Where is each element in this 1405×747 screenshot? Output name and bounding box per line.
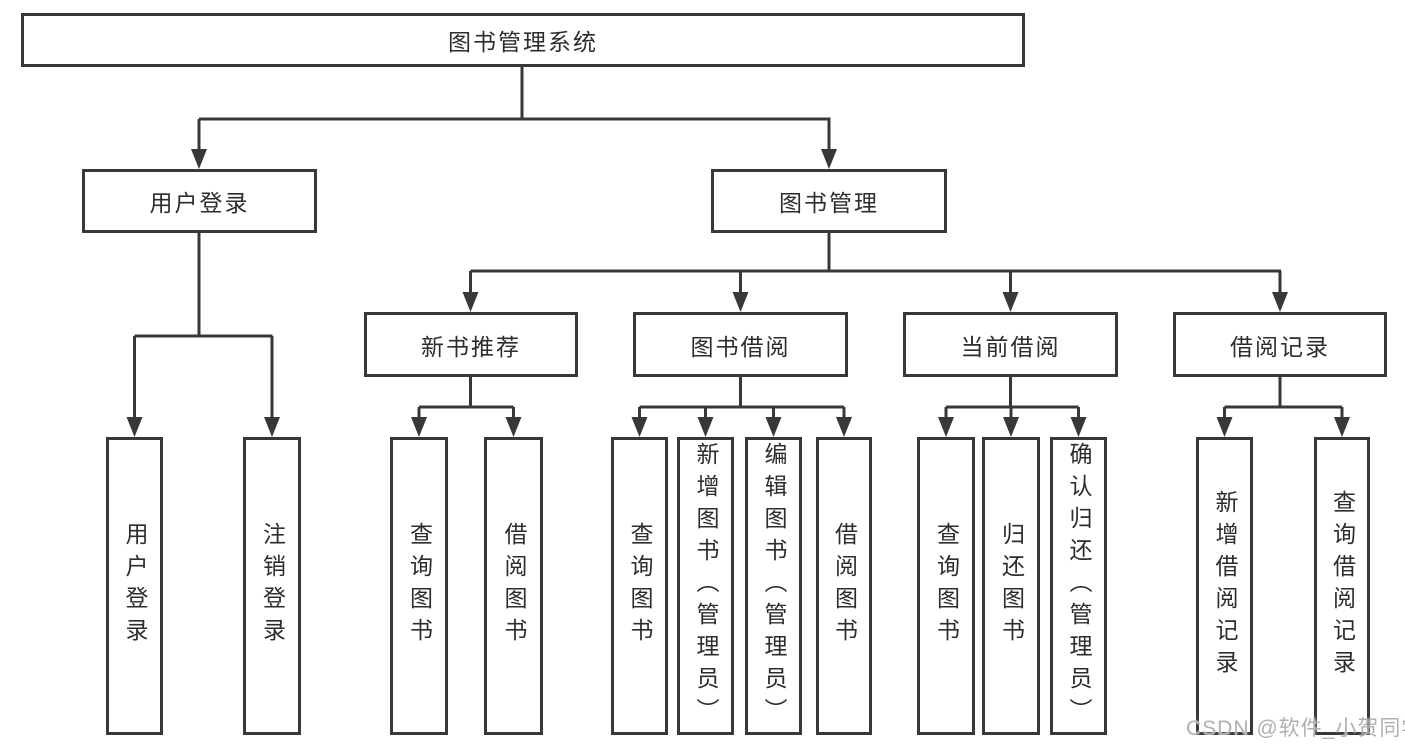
node-label: 借阅图书 — [831, 522, 858, 650]
node-edit-books-admin: 编辑图书（管理员） — [745, 437, 802, 735]
node-label: 图书管理系统 — [448, 29, 598, 55]
arrowhead — [1216, 417, 1233, 437]
arrowheads — [126, 149, 1350, 437]
node-label: 查询图书 — [627, 522, 653, 650]
node-query-books-borrow: 查询图书 — [611, 437, 668, 735]
arrowhead — [836, 417, 852, 437]
node-label: 用户登录 — [149, 190, 250, 216]
node-library-management-system: 图书管理系统 — [21, 13, 1025, 67]
arrowhead — [1070, 417, 1087, 437]
arrowhead — [264, 417, 280, 437]
node-add-borrow-record: 新增借阅记录 — [1196, 437, 1253, 735]
arrowhead — [821, 149, 837, 169]
arrowhead — [732, 292, 749, 312]
node-label: 新书推荐 — [421, 333, 521, 360]
csdn-watermark: CSDN @软件_小贺同学 — [1186, 717, 1405, 740]
node-label: 新增借阅记录 — [1212, 490, 1238, 682]
node-query-books-recommend: 查询图书 — [390, 437, 448, 735]
node-label: 归还图书 — [998, 522, 1025, 650]
node-label: 当前借阅 — [960, 333, 1061, 360]
node-book-management: 图书管理 — [711, 169, 947, 233]
arrowhead — [631, 417, 648, 437]
node-label: 注销登录 — [259, 522, 286, 650]
arrowhead — [191, 149, 207, 169]
node-user-login: 用户登录 — [82, 169, 317, 233]
arrowhead — [462, 292, 479, 312]
node-query-borrow-record: 查询借阅记录 — [1314, 437, 1370, 735]
arrowhead — [1272, 292, 1288, 312]
node-confirm-return-admin: 确认归还（管理员） — [1050, 437, 1107, 735]
node-label: 借阅图书 — [501, 522, 527, 650]
node-label: 查询图书 — [933, 522, 960, 650]
node-label: 图书管理 — [779, 190, 879, 216]
node-label: 编辑图书（管理员） — [761, 442, 787, 730]
arrowhead — [126, 417, 143, 437]
arrowhead — [411, 417, 427, 437]
node-add-books-admin: 新增图书（管理员） — [677, 437, 734, 735]
node-borrow-books-recommend: 借阅图书 — [484, 437, 543, 735]
node-label: 用户登录 — [122, 522, 148, 650]
node-query-books-current: 查询图书 — [917, 437, 975, 735]
arrowhead — [1334, 417, 1350, 437]
node-label: 查询借阅记录 — [1329, 490, 1356, 682]
node-book-borrowing: 图书借阅 — [633, 312, 848, 377]
node-new-book-recommendation: 新书推荐 — [364, 312, 578, 377]
node-current-borrowing: 当前借阅 — [903, 312, 1118, 377]
arrowhead — [697, 417, 714, 437]
node-label: 新增图书（管理员） — [693, 442, 719, 730]
node-label: 图书借阅 — [690, 333, 791, 360]
node-logout: 注销登录 — [243, 437, 301, 735]
node-label: 借阅记录 — [1230, 333, 1330, 360]
node-label: 确认归还（管理员） — [1066, 442, 1092, 730]
arrowhead — [765, 417, 782, 437]
arrowhead — [505, 417, 522, 437]
arrowhead — [1002, 292, 1019, 312]
arrowhead — [1003, 417, 1019, 437]
node-label: 查询图书 — [406, 522, 433, 650]
node-borrow-books-leaf: 借阅图书 — [816, 437, 872, 735]
connector-path — [133, 67, 1344, 420]
arrowhead — [938, 417, 954, 437]
node-borrowing-records: 借阅记录 — [1173, 312, 1387, 377]
node-user-login-leaf: 用户登录 — [106, 437, 163, 735]
node-return-books: 归还图书 — [982, 437, 1040, 735]
